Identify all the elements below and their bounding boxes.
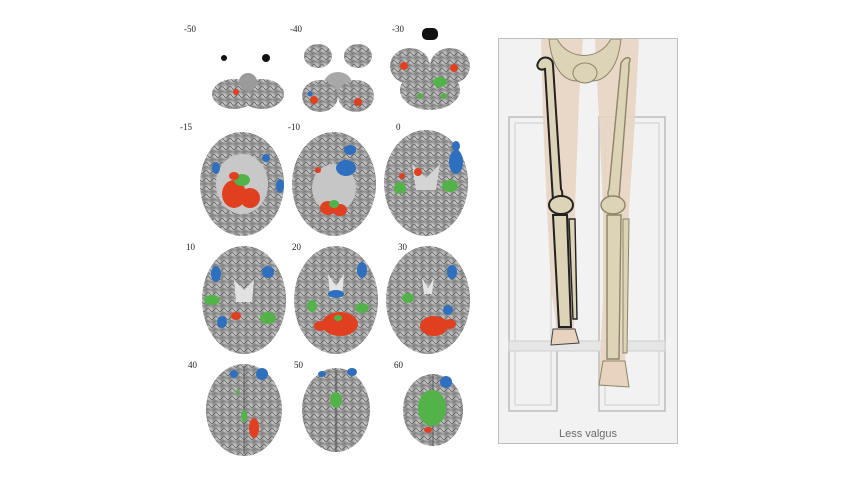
leg-caption: Less valgus [558, 428, 618, 440]
brain-slice-minus30 [390, 28, 470, 110]
brain-slice-60 [403, 374, 463, 446]
slice-label-minus30: -30 [392, 24, 404, 34]
slice-label-10: 10 [186, 242, 195, 252]
slice-label-60: 60 [394, 360, 403, 370]
slice-label-20: 20 [292, 242, 301, 252]
brain-slice-minus15 [200, 132, 284, 236]
leg-skeleton-illustration [508, 39, 666, 412]
slice-label-minus15: -15 [180, 122, 192, 132]
slice-label-minus50: -50 [184, 24, 196, 34]
slice-label-0: 0 [396, 122, 401, 132]
slice-label-40: 40 [188, 360, 197, 370]
slice-label-minus40: -40 [290, 24, 302, 34]
slice-label-50: 50 [294, 360, 303, 370]
slice-label-30: 30 [398, 242, 407, 252]
brain-slice-40 [206, 364, 282, 456]
brain-slice-20 [294, 246, 378, 354]
brain-slice-0 [384, 130, 468, 236]
brain-slice-minus50 [212, 54, 284, 109]
brain-slice-minus10 [292, 132, 376, 236]
brain-slices-panel: -50 -40 -30 -15 -10 0 [176, 18, 482, 458]
brain-slice-minus40 [302, 44, 374, 112]
slice-label-minus10: -10 [288, 122, 300, 132]
brain-slice-50 [302, 368, 370, 452]
brain-slice-30 [386, 246, 470, 354]
leg-alignment-panel: Less valgus [498, 38, 678, 444]
brain-slice-10 [202, 246, 286, 354]
